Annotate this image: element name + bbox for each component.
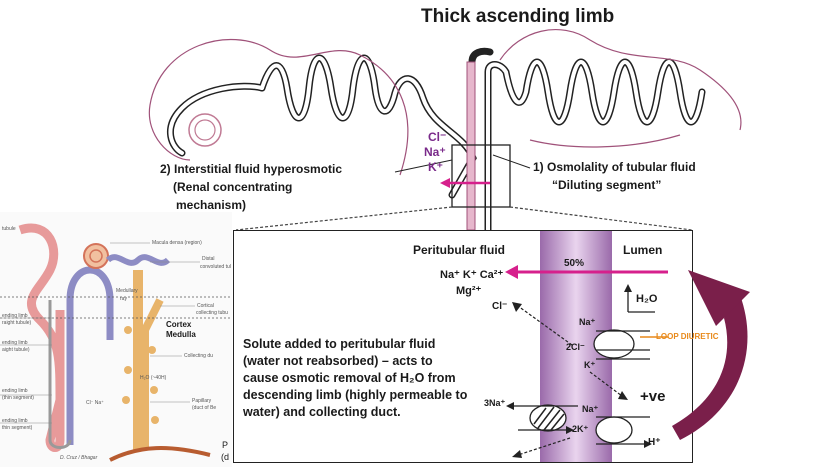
percent-label: 50% [564, 258, 585, 269]
ion-k-label: K⁺ [428, 160, 443, 174]
ending-limb-2: ending limb [2, 340, 28, 346]
mg-label: Mg²⁺ [456, 285, 482, 297]
glomerulus-circle [188, 113, 222, 147]
distal-label: Distal [202, 256, 215, 262]
na-k-pump [529, 404, 567, 432]
na-bottom-label: Na⁺ [582, 404, 599, 414]
medulla-label: Medulla [166, 330, 196, 339]
signature: D. Cruz / Bhagar [60, 455, 98, 461]
interstitial-label: 2) Interstitial fluid hyperosmotic [160, 162, 343, 176]
thin-3: (thin segment) [2, 395, 34, 401]
diluting-label: “Diluting segment” [552, 178, 662, 192]
convoluted-label: convoluted tul [200, 264, 231, 270]
loop-diuretic-arrow [672, 295, 748, 440]
medullary-label: Medullary [116, 288, 138, 294]
thin-4: thin segment) [2, 425, 33, 431]
zoom-square [451, 144, 511, 208]
osmolality-label: 1) Osmolality of tubular fluid [533, 160, 696, 174]
peritubular-label: Peritubular fluid [413, 243, 506, 257]
na-top-label: Na⁺ [579, 317, 596, 327]
h-plus-label: H⁺ [648, 437, 661, 448]
ray-label: ray [120, 296, 127, 302]
k-mid-label: K⁺ [584, 360, 596, 370]
mechanism-label: mechanism) [176, 198, 247, 212]
left-ions-label: Na⁺ K⁺ Ca²⁺ [440, 269, 504, 281]
loop-diuretic-label: LOOP DIURETIC [656, 332, 719, 341]
ending-limb-4: ending limb [2, 418, 28, 424]
h2o-label: H₂O [636, 293, 658, 305]
left-vessel-outline [148, 38, 409, 176]
d-label: (d [221, 452, 230, 462]
loop-thin-segment [66, 266, 114, 445]
k2-label: 2K⁺ [572, 424, 589, 434]
collecting-duct-label: Collecting du [184, 353, 213, 359]
macula-label: Macula densa (region) [152, 240, 202, 246]
straight-2: aight tubule) [2, 347, 30, 353]
solute-explanation: Solute added to peritubular fluid (water… [243, 337, 468, 419]
duct-of-label: (duct of Be [192, 405, 217, 411]
cl-na-label: Cl⁻ Na⁺ [86, 400, 104, 406]
h2o-nephron-label: H₂O (~40H) [140, 375, 167, 381]
cortex-label: Cortex [166, 320, 192, 329]
renal-label: (Renal concentrating [173, 180, 293, 194]
collecting-tubule-label: collecting tubu [196, 310, 228, 316]
ending-limb-3: ending limb [2, 388, 28, 394]
glomerulus [83, 243, 109, 269]
ion-cl-label: Cl⁻ [428, 130, 447, 144]
cl2-label: 2Cl⁻ [566, 342, 585, 352]
straight-1: raight tubule) [2, 320, 32, 326]
lumen-label: Lumen [623, 243, 663, 257]
na3-label: 3Na⁺ [484, 398, 506, 408]
tubule-label: tubule [2, 226, 16, 232]
cortical-label: Cortical [197, 303, 214, 309]
right-vessel-outline [499, 29, 742, 148]
papillary-label: Papillary [192, 398, 212, 404]
nkcc-transporter [593, 329, 635, 359]
cl-out-label: Cl⁻ [492, 301, 508, 312]
ion-na-label: Na⁺ [424, 145, 446, 159]
ending-limb-1: ending limb [2, 313, 28, 319]
pointer-line-1 [492, 154, 531, 169]
p-label: P [222, 440, 229, 450]
positive-voltage-label: +ve [640, 388, 666, 405]
pointer-line-2 [394, 159, 453, 173]
page-title: Thick ascending limb [421, 6, 615, 27]
